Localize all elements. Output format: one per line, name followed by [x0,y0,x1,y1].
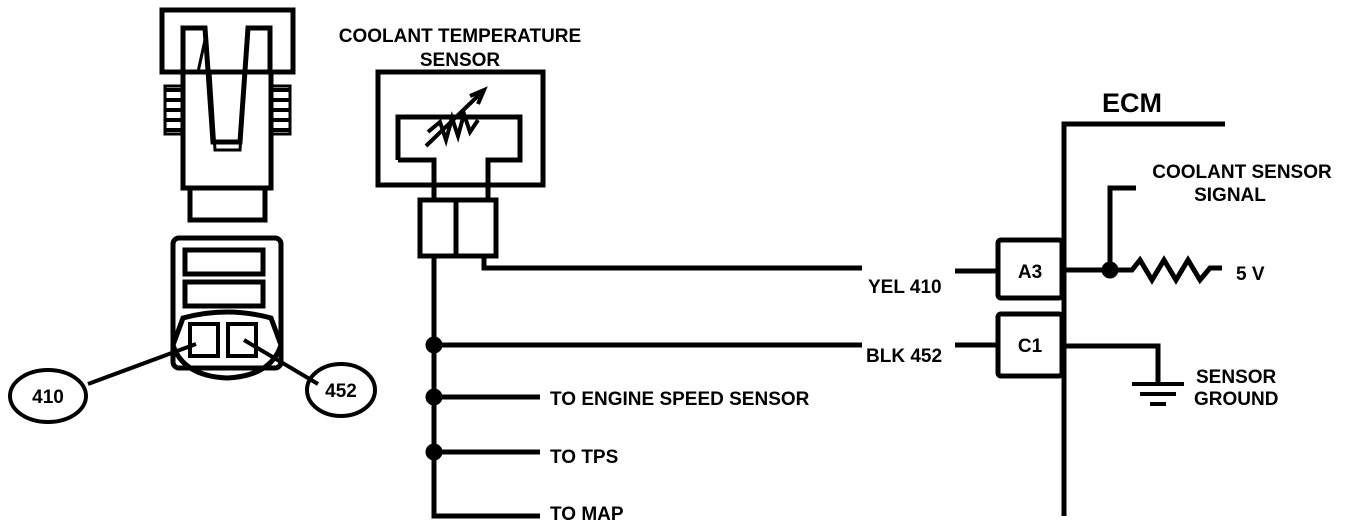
ecm-block [995,121,1225,516]
to-tps-label: TO TPS [550,447,618,468]
callout-410-bubble [8,368,88,424]
connector-drawing [8,7,377,424]
sensor-ground-line1: SENSOR [1196,367,1277,388]
callout-410-label: 410 [32,387,64,408]
coolant-signal-line1: COOLANT SENSOR [1152,162,1332,183]
to-map-label: TO MAP [550,504,624,525]
coolant-signal-line2: SIGNAL [1194,185,1266,206]
wire-yel-410-label: YEL 410 [868,277,942,298]
wire-blk-452-label: BLK 452 [866,346,942,367]
sensor-title-line2: SENSOR [420,50,501,71]
callout-452-bubble [305,362,377,418]
wires [425,256,998,519]
callout-452-label: 452 [325,381,357,402]
five-volt-label: 5 V [1236,264,1265,285]
pin-a3-label: A3 [1018,262,1042,283]
ecm-title: ECM [1102,88,1162,118]
sensor-title-line1: COOLANT TEMPERATURE [339,26,581,47]
coolant-sensor-symbol [375,69,546,259]
to-engine-speed-sensor-label: TO ENGINE SPEED SENSOR [550,389,810,410]
sensor-ground-line2: GROUND [1194,389,1278,410]
pin-c1-label: C1 [1018,336,1043,357]
